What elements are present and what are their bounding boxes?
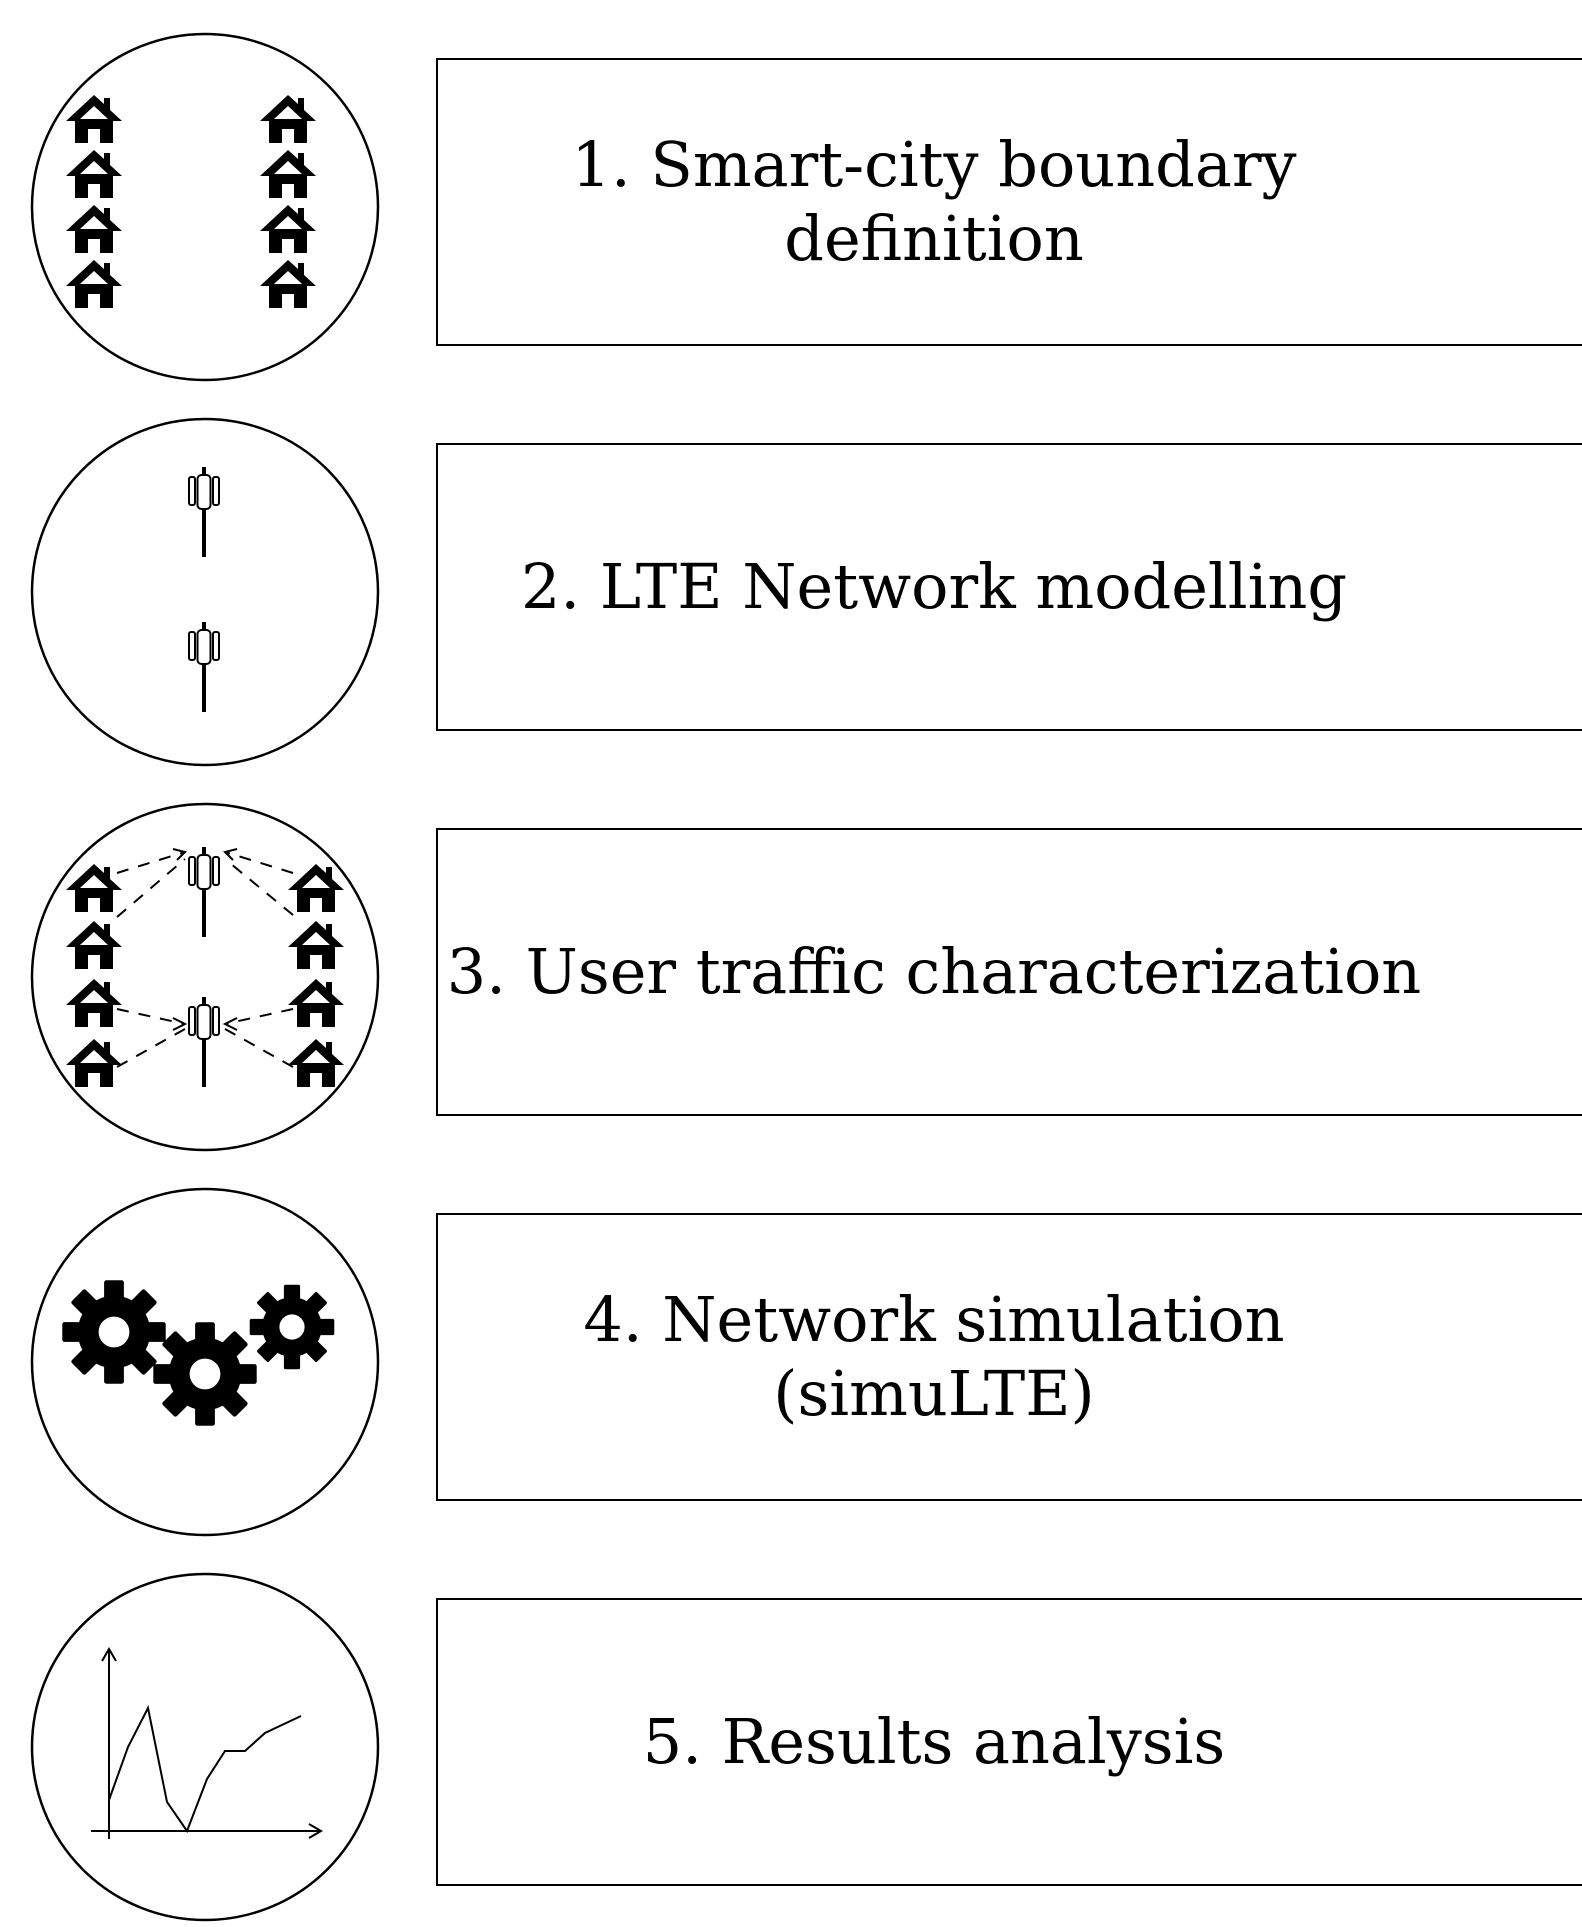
step-label-4: 4. Network simulation (simuLTE) — [583, 1282, 1285, 1430]
cell-towers-icon — [30, 417, 380, 767]
step-box-2: 2. LTE Network modelling — [436, 443, 1582, 731]
step-label-5: 5. Results analysis — [642, 1704, 1226, 1778]
line-chart-icon — [30, 1572, 380, 1922]
step-box-4: 4. Network simulation (simuLTE) — [436, 1213, 1582, 1501]
step-label-2: 2. LTE Network modelling — [520, 549, 1348, 623]
step-box-3: 3. User traffic characterization — [436, 828, 1582, 1116]
gears-icon — [30, 1187, 380, 1537]
step-box-1: 1. Smart-city boundary definition — [436, 58, 1582, 346]
step-label-3: 3. User traffic characterization — [446, 934, 1422, 1008]
step-box-5: 5. Results analysis — [436, 1598, 1582, 1886]
step-label-1: 1. Smart-city boundary definition — [571, 127, 1297, 275]
houses-icon — [30, 32, 380, 382]
traffic-links-icon — [30, 802, 380, 1152]
